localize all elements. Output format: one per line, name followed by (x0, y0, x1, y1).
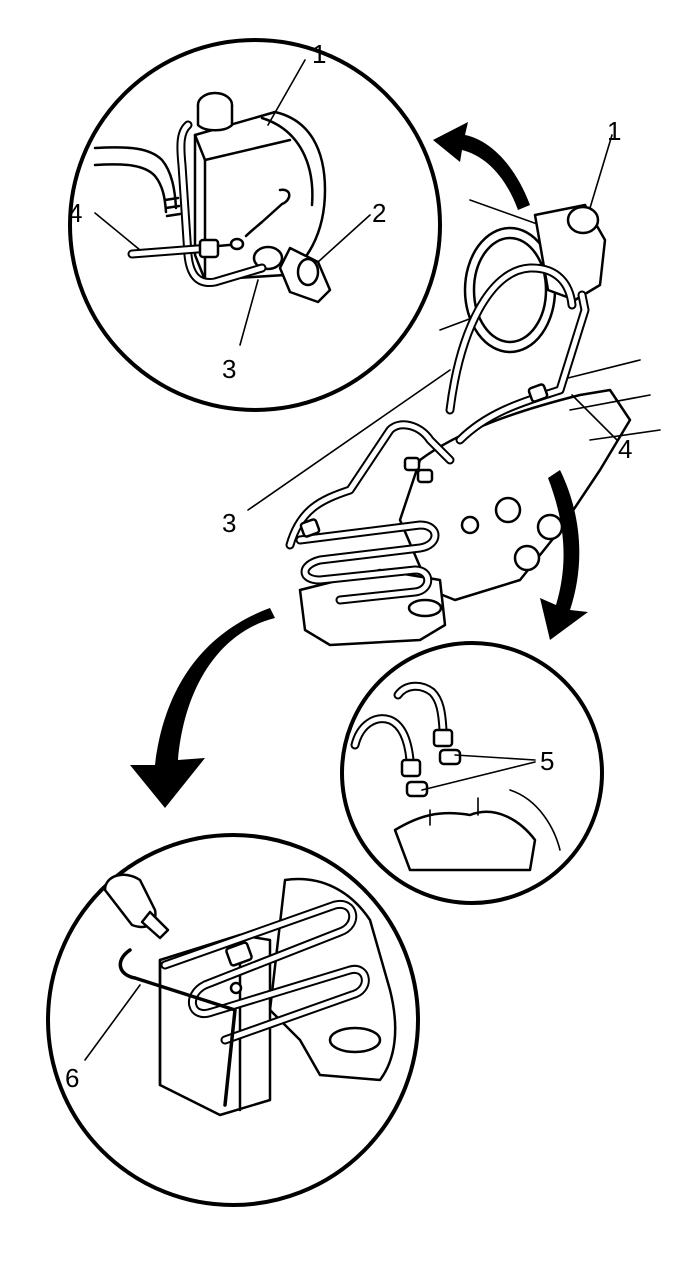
leader-3-top (239, 279, 259, 346)
curved-arrow-bottom (130, 608, 275, 808)
pressure-line-inner (178, 122, 265, 286)
retaining-clip (118, 948, 237, 1107)
bracket-loop-inner (162, 901, 368, 1043)
cooler-line-fitting (198, 238, 220, 259)
hose-clamp (163, 196, 182, 218)
callout-4-main: 4 (618, 434, 632, 464)
gear-port-1 (403, 456, 421, 472)
leader-3-main (247, 369, 451, 511)
bracket-bolt-head (103, 873, 157, 929)
frame-lines (559, 359, 661, 441)
arrow-to-fittings-detail (540, 470, 588, 640)
steering-gear-housing (398, 388, 632, 602)
bracket-gear-slot (328, 1026, 382, 1054)
main-hose-inner (447, 265, 575, 413)
leader-1-main (589, 134, 613, 209)
cooler-line-inner (129, 245, 213, 257)
body-line-1 (469, 199, 541, 226)
fitting-line-right-inner (395, 683, 446, 733)
callout-1-main: 1 (607, 116, 621, 146)
clip-fitting (225, 941, 253, 967)
reservoir-top-edge (203, 138, 292, 162)
bolt-2 (536, 513, 564, 541)
detail-circle-reservoir: 1 2 3 4 (68, 38, 442, 412)
fittings-illustration (350, 681, 561, 872)
bolt-4 (460, 515, 480, 535)
housing-curve (509, 789, 561, 851)
pump-pulley-inner (472, 236, 548, 344)
leader-4-main (571, 394, 618, 441)
pump-union-nut (252, 245, 284, 271)
arrow-to-reservoir-detail (433, 122, 530, 210)
leader-2-top (317, 214, 371, 263)
reservoir-illustration (93, 59, 371, 346)
reservoir-inlet-tube (244, 188, 291, 238)
bolt-1 (494, 496, 522, 524)
fitting-nut-right (432, 728, 454, 748)
main-assembly-view: 1 3 4 (222, 116, 661, 647)
loop-fitting (299, 518, 321, 538)
filler-cap-side (196, 105, 234, 132)
callout-5: 5 (540, 746, 554, 776)
detail-circle-fittings: 5 (340, 641, 604, 905)
leader-5b (421, 761, 536, 791)
line-to-gear-a-inner (287, 422, 453, 548)
curved-arrow-right (540, 470, 588, 640)
bracket-slot (407, 598, 443, 618)
detail-circle-bracket: 6 (46, 833, 420, 1207)
fitting-line-left-inner (352, 716, 413, 763)
return-hose-upper (93, 146, 178, 210)
reservoir-curve (260, 116, 314, 207)
cooler-line-end (229, 237, 245, 251)
bolt-3 (513, 544, 541, 572)
fitting-nut-left (400, 758, 422, 778)
fitting-seal-right (438, 748, 462, 766)
callout-3-main: 3 (222, 508, 236, 538)
main-reservoir-cap (566, 205, 600, 235)
callout-6: 6 (65, 1063, 79, 1093)
leader-1-top (267, 59, 306, 126)
callout-3-top: 3 (222, 354, 236, 384)
leader-6 (84, 984, 141, 1061)
callout-1-top: 1 (312, 39, 326, 69)
arrow-to-bracket-detail (130, 608, 275, 808)
leader-4-top (94, 212, 141, 251)
gear-port-housing (393, 810, 537, 872)
callout-2-top: 2 (372, 198, 386, 228)
pump-outlet-port (296, 257, 320, 287)
curved-arrow-top (433, 122, 530, 210)
port-holes (429, 797, 479, 826)
clip-fastener (229, 981, 243, 995)
gear-port-2 (416, 468, 434, 484)
gear-line-fitting (527, 383, 549, 403)
callout-4-top: 4 (68, 198, 82, 228)
cooler-loop-inner (297, 522, 438, 603)
leader-5a (454, 754, 536, 761)
line-to-gear-b-inner (457, 292, 588, 443)
bracket-illustration (84, 873, 397, 1117)
bracket-bolt-shank (140, 910, 170, 940)
